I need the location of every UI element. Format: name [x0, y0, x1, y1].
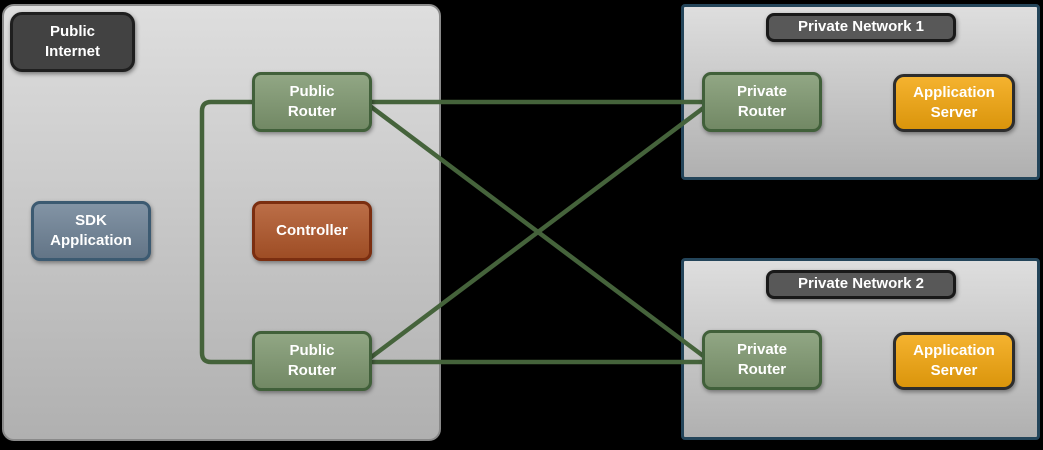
public-router-1-node: Public Router: [252, 72, 372, 132]
public-router-1-label: Public Router: [287, 82, 337, 120]
private-network-2-container: Private Network 2 Private Router Applica…: [681, 258, 1040, 440]
private-network-1-private-router-node: Private Router: [702, 72, 822, 132]
private-network-1-title-badge: Private Network 1: [766, 13, 956, 42]
private-network-2-private-router-label: Private Router: [736, 340, 788, 378]
controller-label: Controller: [276, 221, 348, 239]
private-network-2-private-router-node: Private Router: [702, 330, 822, 390]
private-network-2-title-badge: Private Network 2: [766, 270, 956, 299]
public-internet-title-badge: Public Internet: [10, 12, 135, 72]
public-internet-title: Public Internet: [44, 22, 100, 60]
public-router-2-node: Public Router: [252, 331, 372, 391]
private-network-1-container: Private Network 1 Private Router Applica…: [681, 4, 1040, 180]
private-network-1-application-server-node: Application Server: [893, 74, 1015, 132]
private-network-2-application-server-label: Application Server: [913, 341, 995, 379]
private-network-2-application-server-node: Application Server: [893, 332, 1015, 390]
public-internet-container: Public Internet Public Router SDK Applic…: [2, 4, 441, 441]
private-network-1-title: Private Network 1: [798, 18, 924, 36]
private-network-1-private-router-label: Private Router: [736, 82, 788, 120]
sdk-application-label: SDK Application: [50, 211, 132, 249]
private-network-2-title: Private Network 2: [798, 275, 924, 293]
public-router-2-label: Public Router: [287, 341, 337, 379]
controller-node: Controller: [252, 201, 372, 261]
private-network-1-application-server-label: Application Server: [913, 83, 995, 121]
sdk-application-node: SDK Application: [31, 201, 151, 261]
